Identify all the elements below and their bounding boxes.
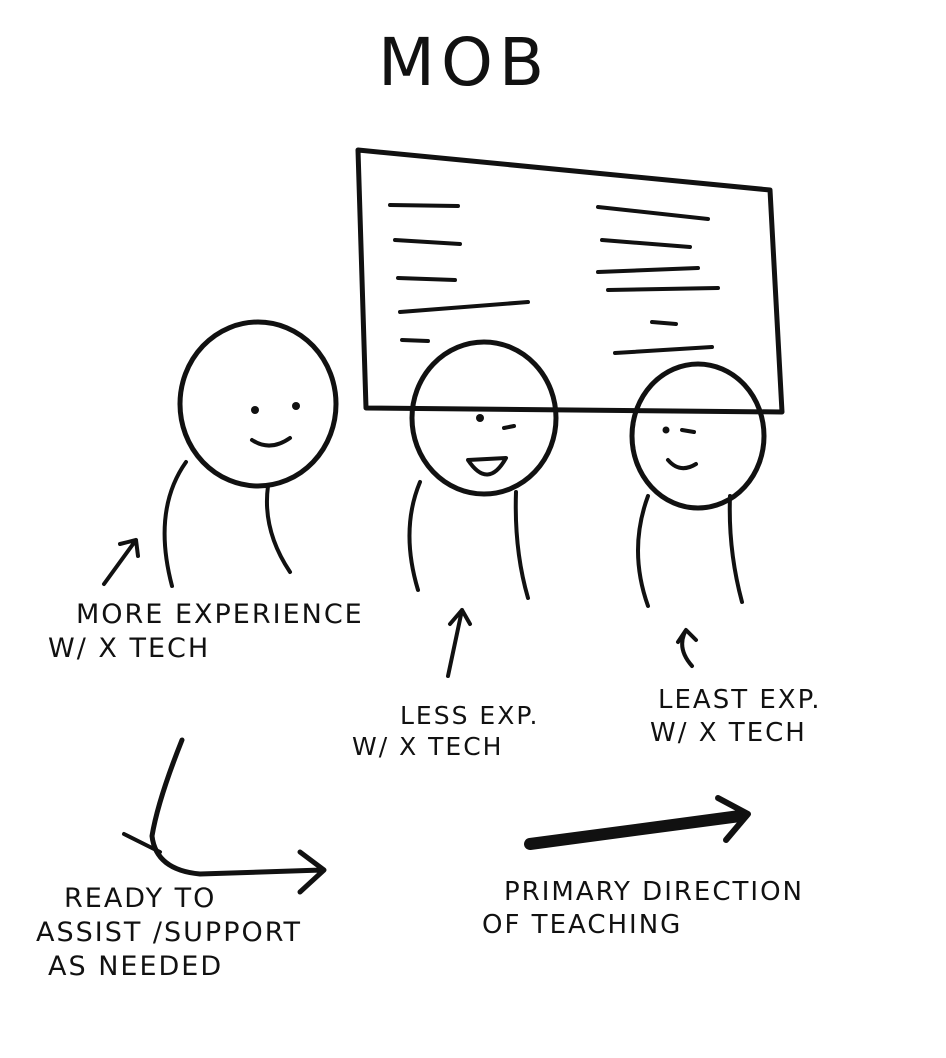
body-1-left: [162, 460, 188, 588]
label-least-experience-line-2: W/ x TECH: [650, 717, 807, 748]
head-1: [177, 319, 339, 489]
label-least-experience: LEAST EXP. W/ x TECH: [650, 684, 821, 749]
eye-2a: [476, 414, 484, 422]
arrow-less: [446, 608, 472, 678]
head-3: [629, 361, 767, 511]
label-more-experience: MORE EXPERIENCE W/ x TECH: [48, 598, 364, 666]
eye-1b: [292, 402, 300, 410]
person-less-experience: [407, 339, 559, 600]
smile-2: [466, 456, 508, 477]
diagram-title: MOB: [378, 24, 551, 101]
label-least-experience-line-1: LEAST EXP.: [658, 685, 822, 715]
smile-1: [250, 436, 292, 448]
label-ready-to-assist-line-1: READY TO: [64, 883, 217, 914]
eye-3a: [662, 426, 670, 434]
body-2-left: [407, 480, 422, 592]
arrow-more: [102, 538, 140, 586]
body-1-right: [264, 484, 292, 574]
body-2-right: [513, 490, 530, 600]
smile-3: [666, 458, 698, 471]
arrow-primary-head: [715, 795, 751, 843]
label-more-experience-line-2: W/ x TECH: [48, 632, 211, 664]
label-less-experience-line-1: LESS EXP.: [400, 701, 540, 730]
label-less-experience: LESS EXP. W/ X TECH: [352, 700, 539, 763]
eye-1a: [251, 406, 259, 414]
eye-3b: [680, 428, 696, 434]
person-more-experience: [162, 319, 339, 588]
person-least-experience: [629, 361, 767, 608]
label-ready-to-assist: READY TO ASSIST /SUPPORT AS NEEDED: [36, 882, 302, 983]
arrow-assist: [149, 737, 327, 895]
arrow-least: [676, 628, 698, 668]
label-ready-to-assist-line-3: AS NEEDED: [48, 950, 224, 982]
head-2: [409, 339, 559, 497]
label-primary-direction-line-2: OF TEACHING: [482, 909, 683, 940]
label-primary-direction-line-1: PRIMARY DIRECTION: [504, 877, 804, 907]
screen: [355, 147, 785, 415]
label-more-experience-line-1: MORE EXPERIENCE: [76, 599, 364, 630]
screen-text-lines: [388, 203, 720, 355]
arrow-assist-tick: [122, 832, 162, 854]
body-3-left: [636, 494, 650, 608]
body-3-right: [727, 494, 744, 604]
label-primary-direction: PRIMARY DIRECTION OF TEACHING: [482, 876, 804, 941]
eye-2b: [502, 424, 516, 430]
arrow-primary-direction: [524, 810, 746, 850]
label-less-experience-line-2: W/ X TECH: [352, 732, 504, 762]
label-ready-to-assist-line-2: ASSIST /SUPPORT: [36, 916, 303, 948]
